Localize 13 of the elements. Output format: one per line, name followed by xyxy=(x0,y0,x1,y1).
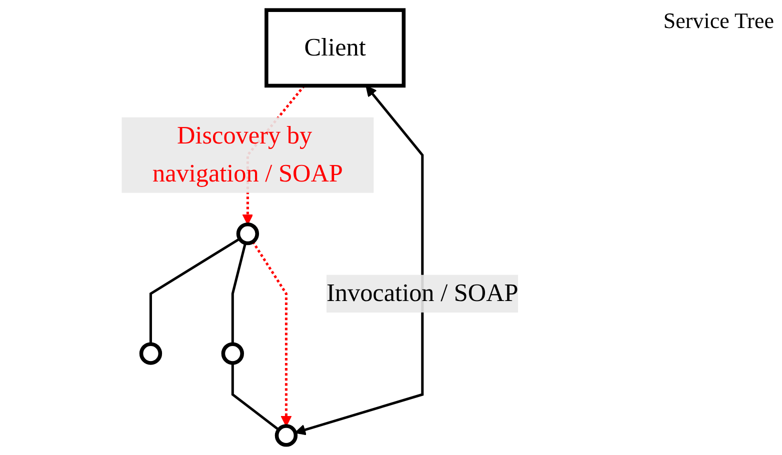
node-circle xyxy=(236,222,260,246)
edge-label: Invocation / SOAP xyxy=(326,280,518,308)
node-circle xyxy=(274,424,298,447)
arrow xyxy=(252,241,292,427)
connector xyxy=(149,238,240,344)
connector xyxy=(231,363,280,431)
node-box: Client xyxy=(264,8,406,88)
tree-heading: Service Tree xyxy=(663,8,774,34)
arrow xyxy=(294,86,424,436)
connector xyxy=(231,242,247,344)
node-circle xyxy=(221,342,244,365)
node-circle xyxy=(139,342,162,365)
edge-label: Discovery by navigation / SOAP xyxy=(152,122,343,188)
